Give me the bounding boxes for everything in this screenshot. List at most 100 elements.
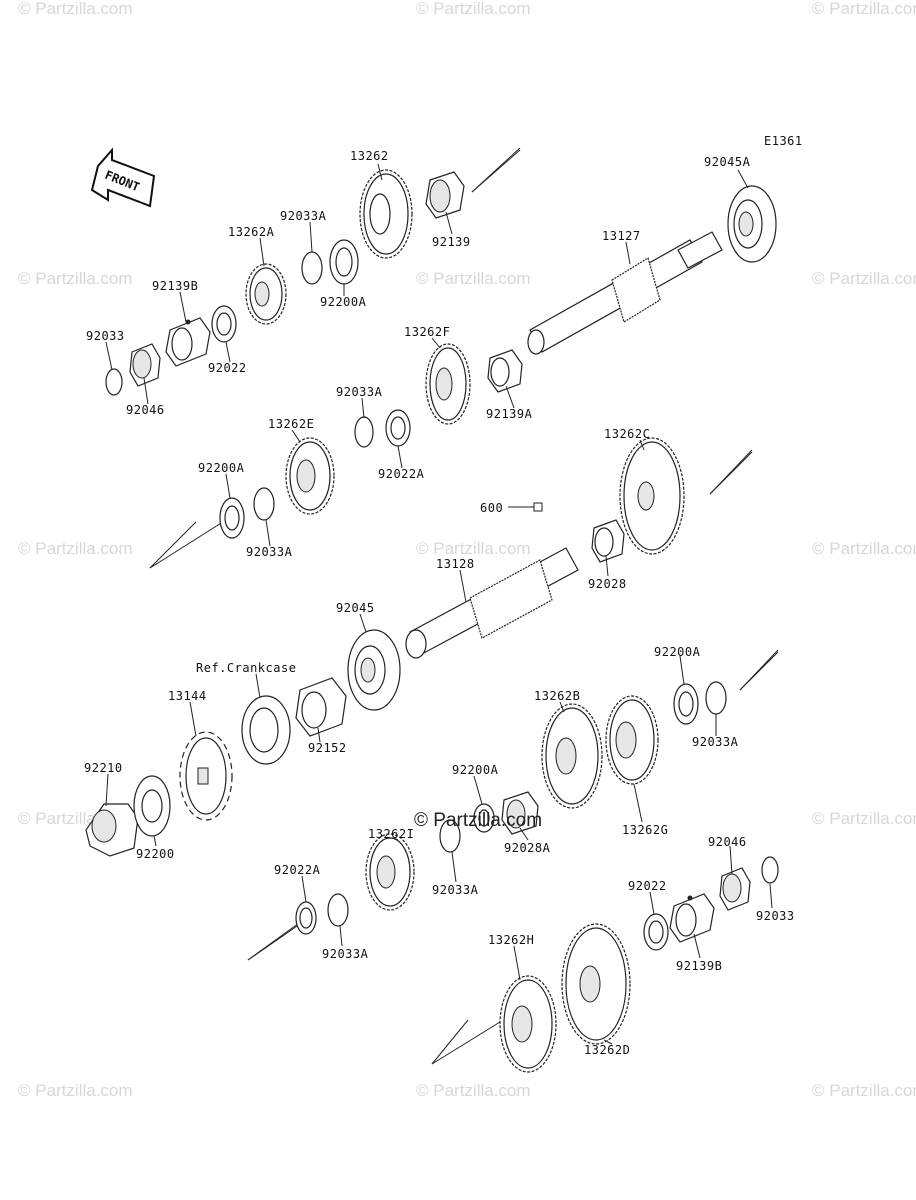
part-label-92139: 92139 — [432, 235, 471, 249]
part-label-13144: 13144 — [168, 689, 207, 703]
watermark: © Partzilla.com — [812, 809, 916, 828]
part-label-92022: 92022 — [208, 361, 247, 375]
snap-ring-92033 — [105, 368, 123, 396]
part-label-13128: 13128 — [436, 557, 475, 571]
part-label-13127: 13127 — [602, 229, 641, 243]
part-label-92033A: 92033A — [280, 209, 327, 223]
center-watermark: © Partzilla.com — [414, 810, 542, 831]
nut-92210 — [85, 803, 139, 857]
part-label-92200A: 92200A — [452, 763, 499, 777]
collar-92152 — [295, 677, 347, 737]
watermarks: © Partzilla.com © Partzilla.com © Partzi… — [18, 0, 916, 1100]
axis-lines — [149, 147, 779, 1065]
part-label-92200A: 92200A — [198, 461, 245, 475]
part-label-92045A: 92045A — [704, 155, 751, 169]
needle-bearing-92046 — [129, 343, 161, 387]
part-label-92200A: 92200A — [320, 295, 367, 309]
oil-marker-600 — [533, 502, 543, 512]
watermark: © Partzilla.com — [18, 539, 133, 558]
snap-ring-92033 — [761, 856, 779, 884]
part-label-600: 600 — [480, 501, 503, 515]
gear-13262A — [245, 263, 287, 325]
watermark: © Partzilla.com — [812, 269, 916, 288]
washer-92022 — [211, 305, 237, 343]
part-label-92028: 92028 — [588, 577, 627, 591]
ball-bearing-92045 — [347, 629, 401, 711]
part-label-92046: 92046 — [708, 835, 747, 849]
part-label-13262I: 13262I — [368, 827, 414, 841]
washer-92200A — [329, 239, 359, 285]
part-label-13262: 13262 — [350, 149, 389, 163]
part-label-13262D: 13262D — [584, 1043, 630, 1057]
washer-92022A — [295, 901, 317, 935]
snap-ring-92033A — [327, 893, 349, 927]
part-label-13262B: 13262B — [534, 689, 580, 703]
part-label-92022A: 92022A — [378, 467, 425, 481]
watermark: © Partzilla.com — [416, 269, 531, 288]
watermark: © Partzilla.com — [812, 0, 916, 18]
gear-13262H — [499, 975, 557, 1073]
front-arrow-icon: FRONT — [90, 147, 156, 208]
washer-92022 — [643, 913, 669, 951]
bushing-92139B — [165, 317, 211, 367]
gear-13262I — [365, 833, 415, 911]
diagram-code: E1361 — [764, 134, 803, 148]
watermark: © Partzilla.com — [18, 269, 133, 288]
watermark: © Partzilla.com — [416, 539, 531, 558]
ball-bearing-92045A — [727, 185, 777, 263]
part-label-92033A: 92033A — [322, 947, 369, 961]
part-label-13262H: 13262H — [488, 933, 534, 947]
part-label-92033: 92033 — [86, 329, 125, 343]
needle-bearing-92046 — [719, 867, 751, 911]
snap-ring-92033A — [301, 251, 323, 285]
part-label-92200A: 92200A — [654, 645, 701, 659]
part-label-92033A: 92033A — [692, 735, 739, 749]
needle-bearing-92139 — [425, 171, 465, 219]
shaft-13128 — [405, 547, 579, 659]
shaft-13127 — [527, 231, 723, 355]
oil-seal — [241, 695, 291, 765]
bushing-92139A — [487, 349, 523, 393]
snap-ring-92033A — [705, 681, 727, 715]
bushing-92139B — [669, 893, 715, 943]
part-label-13262A: 13262A — [228, 225, 275, 239]
bushing-92028A — [501, 791, 539, 835]
part-label-92033A: 92033A — [432, 883, 479, 897]
part-label-92139B: 92139B — [152, 279, 198, 293]
leader-lines — [105, 163, 773, 1045]
part-label-92152: 92152 — [308, 741, 347, 755]
watermark: © Partzilla.com — [18, 1081, 133, 1100]
watermark: © Partzilla.com — [18, 0, 133, 18]
part-label-92045: 92045 — [336, 601, 375, 615]
watermark: © Partzilla.com — [416, 0, 531, 18]
gear-13262D — [561, 923, 631, 1045]
part-label-92028A: 92028A — [504, 841, 551, 855]
part-label-92200: 92200 — [136, 847, 175, 861]
gear-13262C — [619, 437, 685, 555]
part-label-13262G: 13262G — [622, 823, 668, 837]
snap-ring-92033A — [439, 819, 461, 853]
sprocket-13144 — [179, 731, 233, 821]
gear-13262F — [425, 343, 471, 425]
gear-13262G — [605, 695, 659, 785]
part-label-13262C: 13262C — [604, 427, 650, 441]
part-label-92139B: 92139B — [676, 959, 722, 973]
snap-ring-92033A — [253, 487, 275, 521]
watermark: © Partzilla.com — [812, 1081, 916, 1100]
part-label-92046: 92046 — [126, 403, 165, 417]
part-label-92033A: 92033A — [246, 545, 293, 559]
part-label-92210: 92210 — [84, 761, 123, 775]
washer-92022A — [385, 409, 411, 447]
bushing-92028 — [591, 519, 625, 563]
watermark: © Partzilla.com — [416, 1081, 531, 1100]
part-label-92022: 92022 — [628, 879, 667, 893]
part-label-92033: 92033 — [756, 909, 795, 923]
gear-13262E — [285, 437, 335, 515]
part-label-92022A: 92022A — [274, 863, 321, 877]
part-label-13262E: 13262E — [268, 417, 314, 431]
watermark: © Partzilla.com — [812, 539, 916, 558]
washer-92200A — [673, 683, 699, 725]
snap-ring-92033A — [354, 416, 374, 448]
part-label-13262F: 13262F — [404, 325, 450, 339]
